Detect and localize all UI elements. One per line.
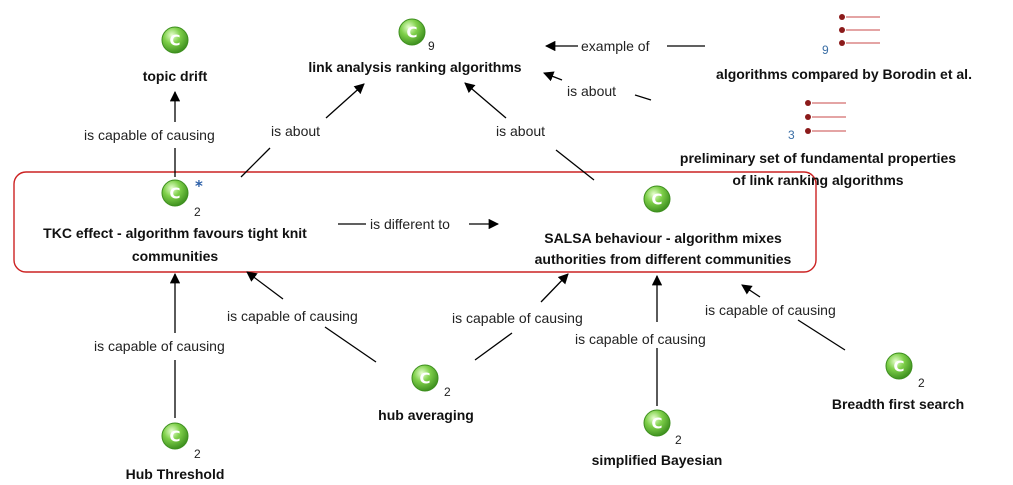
selection-box[interactable] (13, 171, 817, 273)
resource-list-icon (839, 14, 880, 46)
edge-hub-avg-salsa-lower[interactable] (474, 332, 513, 361)
concept-label-line-2: of link ranking algorithms (732, 172, 903, 188)
svg-text:C: C (893, 358, 904, 376)
svg-text:C: C (406, 24, 417, 42)
concept-icon: C (643, 185, 671, 213)
link-label-is-about-salsa[interactable]: is about (496, 123, 545, 139)
concept-label: link analysis ranking algorithms (308, 59, 521, 75)
concept-icon: C (885, 352, 913, 380)
concept-icon: C (161, 179, 189, 207)
svg-text:C: C (419, 370, 430, 388)
concept-label: topic drift (143, 68, 208, 84)
link-label-capable-breadth-first[interactable]: is capable of causing (705, 302, 836, 318)
edge-about-tkc-lower[interactable] (240, 147, 271, 178)
resource-list-icon (805, 100, 846, 134)
svg-text:C: C (169, 185, 180, 203)
concept-hub-averaging[interactable]: C 2 hub averaging (378, 364, 474, 423)
edge-hub-avg-salsa-upper[interactable] (540, 273, 569, 303)
concept-topic-drift[interactable]: C topic drift (143, 26, 208, 84)
concept-borodin[interactable]: 9 algorithms compared by Borodin et al. (716, 14, 972, 82)
child-count: 2 (444, 385, 451, 399)
svg-text:C: C (169, 428, 180, 446)
concept-label: algorithms compared by Borodin et al. (716, 66, 972, 82)
link-label-is-different-to[interactable]: is different to (370, 216, 450, 232)
link-label-example-of[interactable]: example of (581, 38, 650, 54)
concept-icon: C (398, 18, 426, 46)
child-count: 2 (194, 205, 201, 219)
link-label-is-about-preliminary[interactable]: is about (567, 83, 616, 99)
svg-text:C: C (169, 32, 180, 50)
link-label-is-about-tkc[interactable]: is about (271, 123, 320, 139)
concept-icon: C (643, 409, 671, 437)
link-label-capable-bayesian[interactable]: is capable of causing (575, 331, 706, 347)
concept-tkc-effect[interactable]: C * 2 TKC effect - algorithm favours tig… (43, 177, 307, 264)
edge-hub-avg-tkc-lower[interactable] (324, 326, 377, 363)
child-count: 2 (675, 433, 682, 447)
child-count: 2 (918, 376, 925, 390)
edge-breadth-upper[interactable] (741, 284, 761, 298)
child-count: 2 (194, 447, 201, 461)
concept-label: simplified Bayesian (592, 452, 723, 468)
edge-about-preliminary-right[interactable] (634, 94, 652, 101)
concept-salsa-behaviour[interactable]: C SALSA behaviour - algorithm mixes auth… (535, 185, 792, 267)
concept-simplified-bayesian[interactable]: C 2 simplified Bayesian (592, 409, 723, 468)
svg-text:C: C (651, 191, 662, 209)
concept-label: Breadth first search (832, 396, 964, 412)
edge-about-preliminary-left[interactable] (543, 71, 563, 82)
link-label-capable-hub-threshold[interactable]: is capable of causing (94, 338, 225, 354)
modified-marker: * (195, 177, 203, 195)
concept-icon: C (411, 364, 439, 392)
concept-label: Hub Threshold (126, 466, 225, 482)
child-count: 9 (428, 39, 435, 53)
concept-label-line-2: communities (132, 248, 219, 264)
edge-hub-avg-tkc-upper[interactable] (246, 271, 284, 300)
concept-label-line-1: TKC effect - algorithm favours tight kni… (43, 225, 307, 241)
svg-text:C: C (651, 415, 662, 433)
concept-label-line-2: authorities from different communities (535, 251, 792, 267)
concept-label-line-1: preliminary set of fundamental propertie… (680, 150, 956, 166)
concept-icon: C (161, 26, 189, 54)
concept-breadth-first-search[interactable]: C 2 Breadth first search (832, 352, 964, 412)
link-label-capable-hub-averaging-tkc[interactable]: is capable of causing (227, 308, 358, 324)
resource-count: 9 (822, 43, 829, 57)
edges (169, 40, 846, 418)
concept-link-analysis[interactable]: C 9 link analysis ranking algorithms (308, 18, 522, 75)
link-label-capable-hub-averaging-salsa[interactable]: is capable of causing (452, 310, 583, 326)
edge-about-salsa-upper[interactable] (464, 82, 507, 119)
edge-about-salsa-lower[interactable] (555, 149, 595, 181)
edge-breadth-lower[interactable] (797, 319, 846, 351)
concept-hub-threshold[interactable]: C 2 Hub Threshold (126, 422, 225, 482)
link-labels: example of is about is about is about is… (84, 38, 836, 354)
resource-count: 3 (788, 128, 795, 142)
concept-label: hub averaging (378, 407, 474, 423)
concept-label-line-1: SALSA behaviour - algorithm mixes (544, 230, 782, 246)
link-label-capable-topic[interactable]: is capable of causing (84, 127, 215, 143)
concept-preliminary[interactable]: 3 preliminary set of fundamental propert… (680, 100, 956, 188)
edge-about-tkc-upper[interactable] (325, 83, 365, 119)
concept-icon: C (161, 422, 189, 450)
